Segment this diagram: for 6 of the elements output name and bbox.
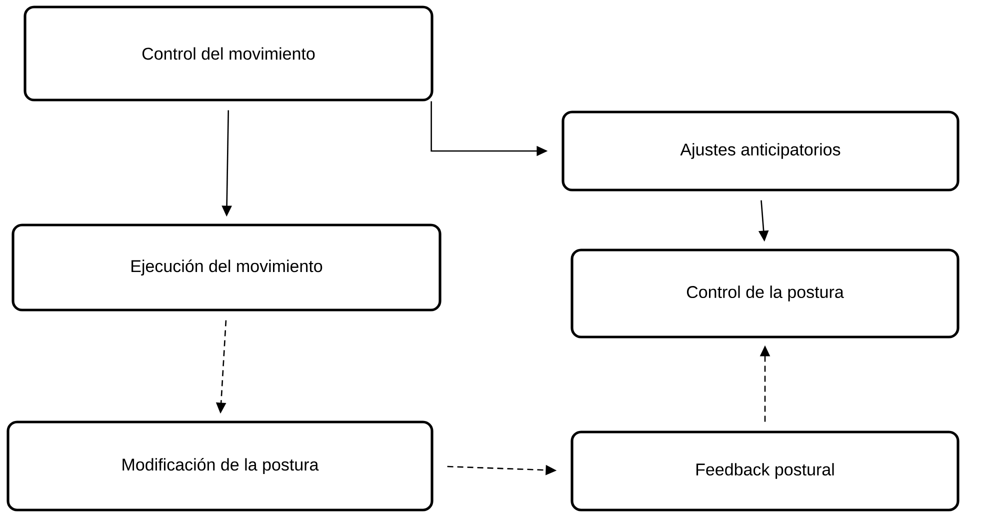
process-box: Modificación de la postura: [6, 420, 434, 512]
process-box: Ajustes anticipatorios: [562, 110, 960, 192]
process-box: Feedback postural: [570, 430, 960, 512]
process-box: Control del movimiento: [24, 6, 434, 102]
process-box: Ejecución del movimiento: [12, 224, 442, 312]
process-box: Control de la postura: [570, 248, 960, 338]
